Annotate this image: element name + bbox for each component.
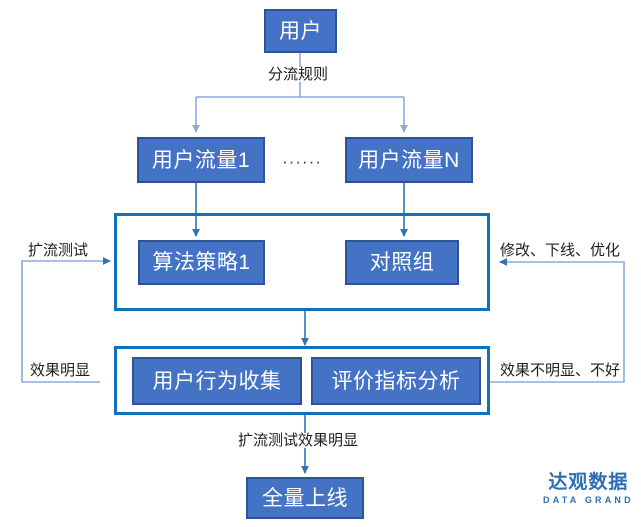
edge-label-modify-offline-optimize: 修改、下线、优化: [498, 242, 623, 259]
edge-label-split-rule: 分流规则: [266, 66, 331, 83]
node-strategy-1-label: 算法策略1: [152, 251, 251, 274]
node-traffic-1-label: 用户流量1: [151, 148, 251, 172]
experiment-group-box: [114, 213, 490, 311]
node-full-launch[interactable]: 全量上线: [246, 477, 364, 519]
node-strategy-1[interactable]: 算法策略1: [138, 240, 265, 285]
node-user[interactable]: 用户: [264, 9, 337, 53]
edge-label-expand-test-effect-obvious: 扩流测试效果明显: [236, 432, 361, 449]
edge-label-expand-test: 扩流测试: [26, 242, 91, 259]
brand-logo-en: DATA GRAND: [543, 495, 634, 505]
node-user-label: 用户: [279, 19, 322, 43]
edge-user-to-split: [192, 53, 408, 133]
node-control-group[interactable]: 对照组: [345, 240, 459, 285]
node-behavior-collect[interactable]: 用户行为收集: [132, 357, 302, 405]
node-metric-analysis[interactable]: 评价指标分析: [311, 357, 481, 405]
node-traffic-n-label: 用户流量N: [358, 148, 460, 172]
node-traffic-1[interactable]: 用户流量1: [137, 137, 265, 183]
brand-logo: 达观数据 DATA GRAND: [543, 473, 634, 505]
evaluation-group-box: [114, 346, 490, 415]
node-traffic-n[interactable]: 用户流量N: [345, 137, 473, 183]
node-control-group-label: 对照组: [369, 251, 435, 274]
ellipsis-between-traffic: ······: [282, 152, 322, 171]
node-behavior-collect-label: 用户行为收集: [152, 369, 282, 393]
node-metric-analysis-label: 评价指标分析: [331, 369, 461, 393]
edge-label-effect-not-obvious: 效果不明显、不好: [498, 362, 623, 379]
edge-label-effect-obvious: 效果明显: [28, 362, 93, 379]
brand-logo-cn: 达观数据: [548, 472, 629, 493]
node-full-launch-label: 全量上线: [262, 486, 348, 510]
